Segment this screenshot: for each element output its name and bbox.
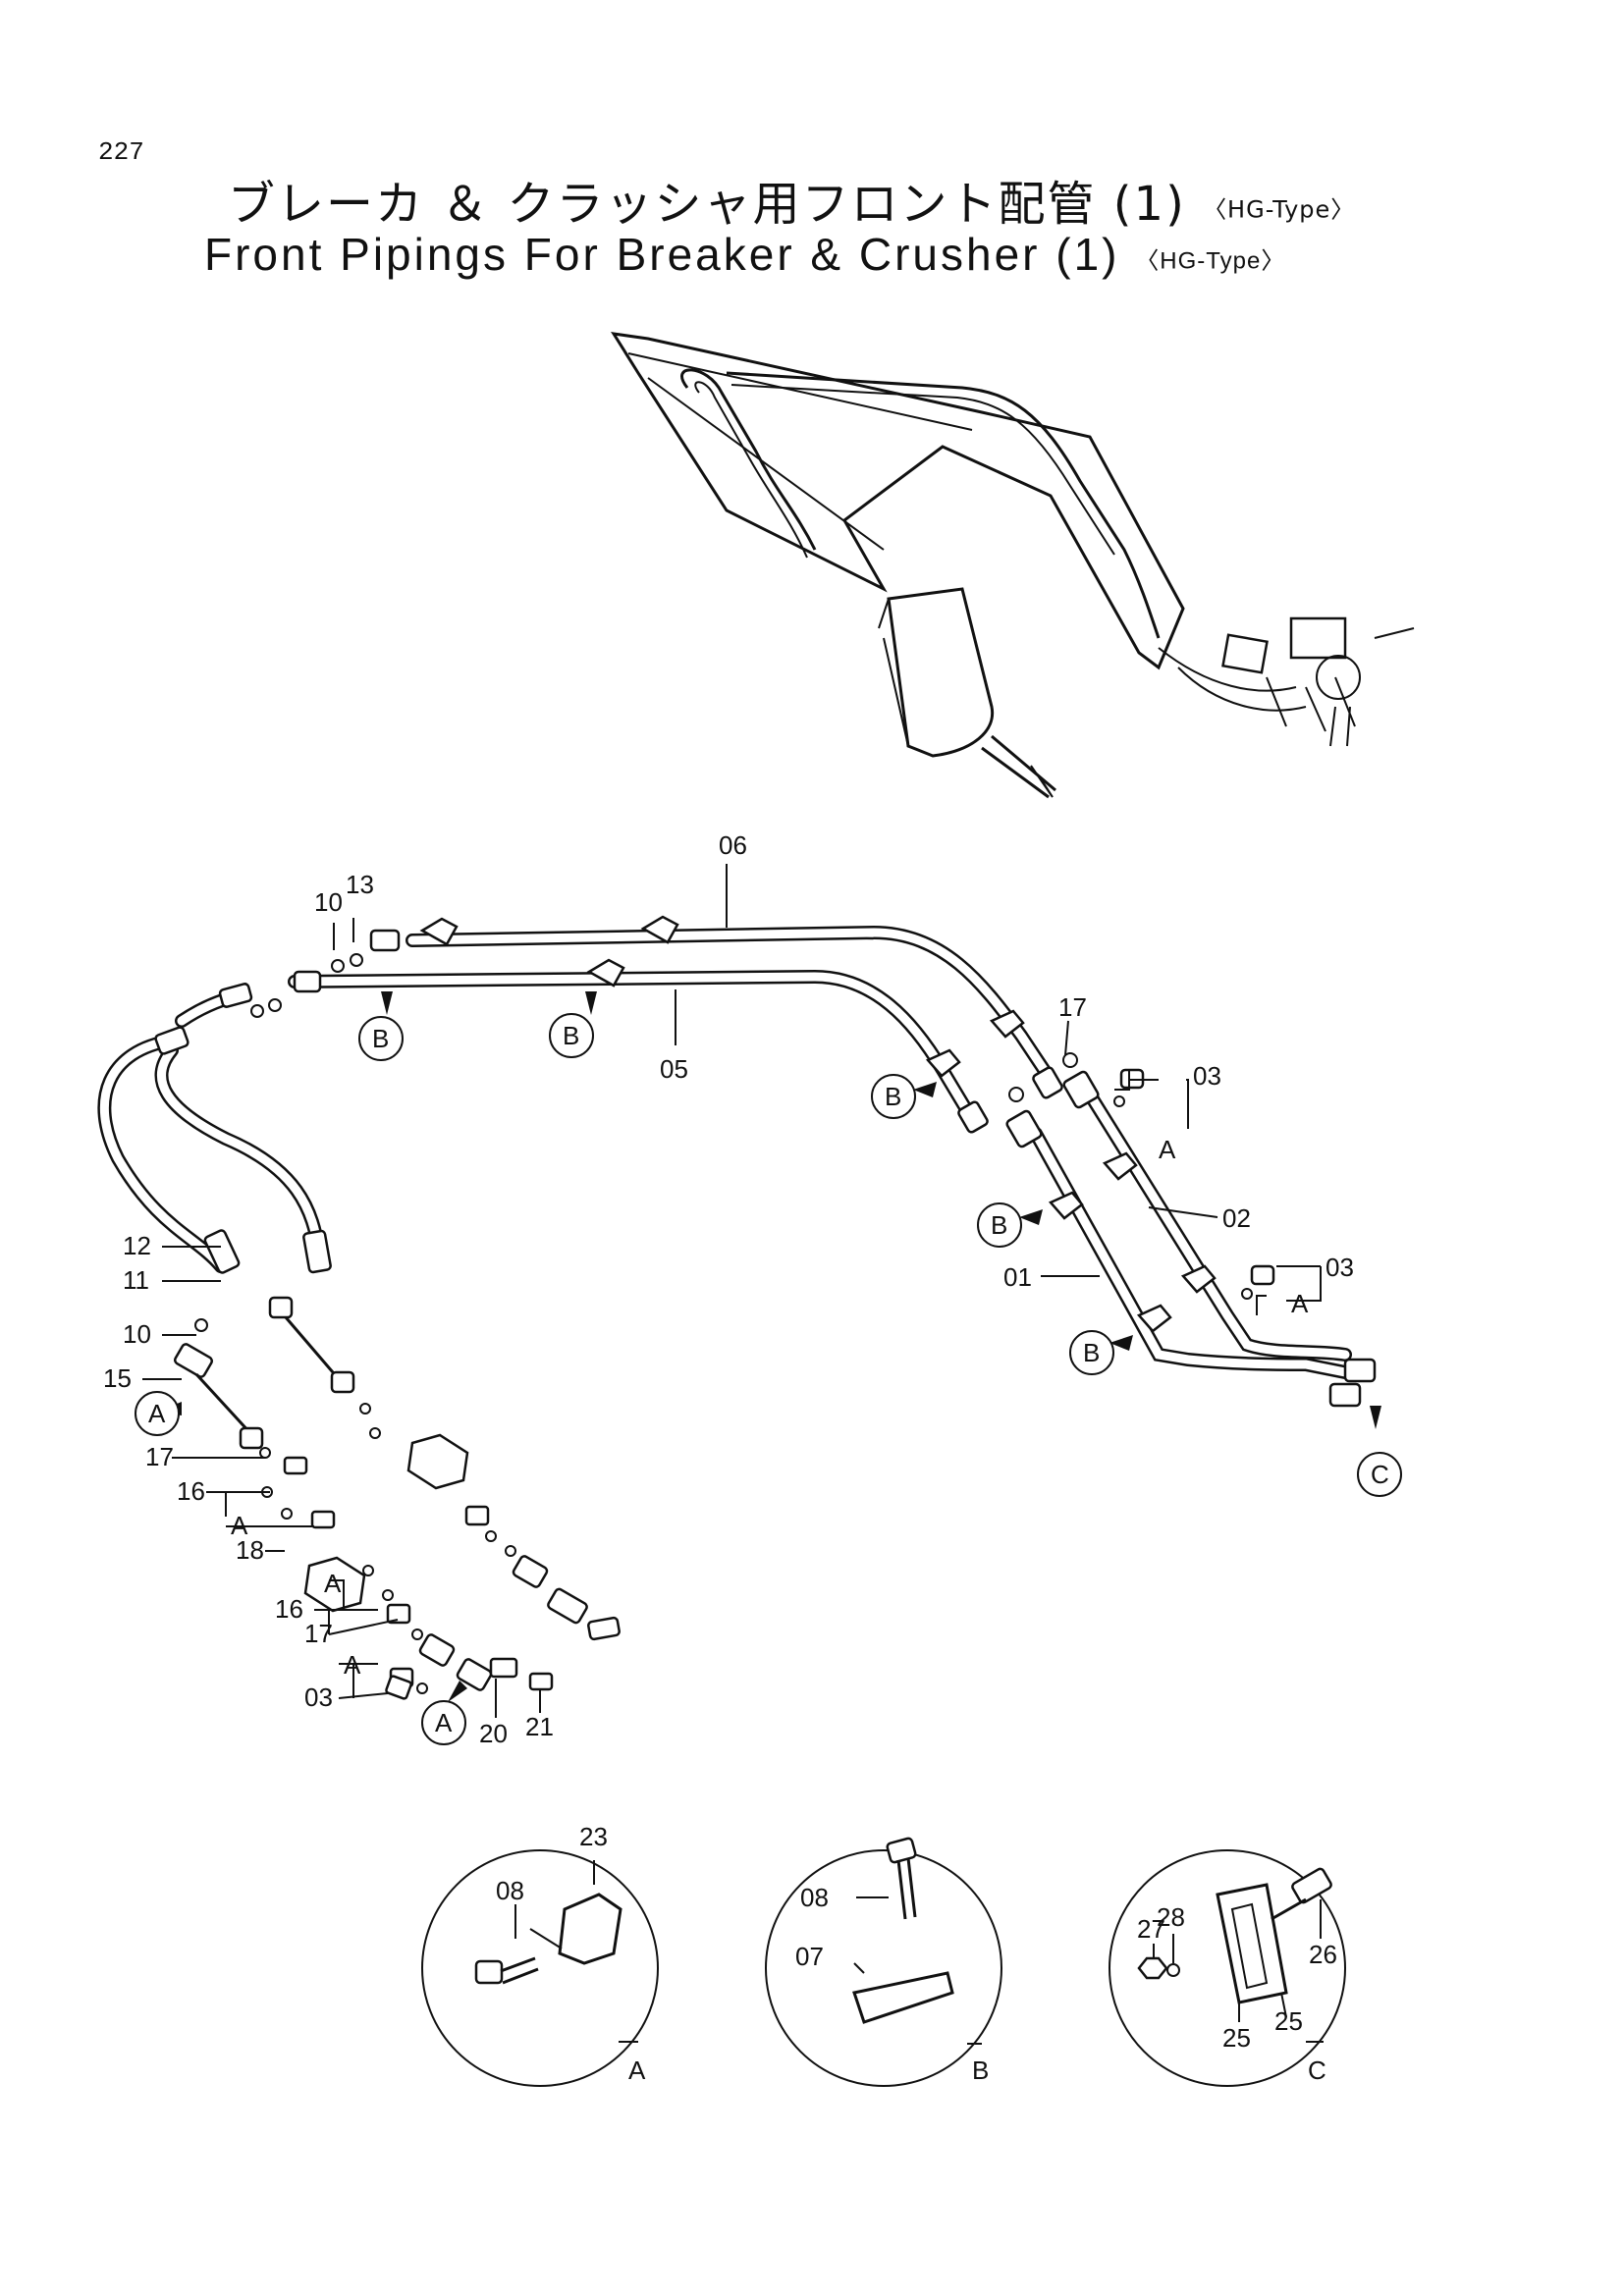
title-en-seq: (1) (1055, 229, 1120, 280)
reference-markers: B B B B B C A A (135, 991, 1402, 1745)
title-jp-text: ブレーカ ＆ クラッシャ用フロント配管 (228, 177, 1097, 232)
detail-c-callout-25-b: 25 (1274, 2006, 1303, 2036)
ref-b-3: B (885, 1082, 901, 1111)
ref-b-1: B (372, 1024, 389, 1053)
ref-c-1: C (1371, 1460, 1389, 1489)
detail-b-callout-07: 07 (795, 1942, 824, 1971)
detail-a: A 08 23 (421, 1822, 659, 2087)
ref-a-circle-1: A (148, 1399, 166, 1428)
detail-b-callout-08: 08 (800, 1883, 829, 1912)
callout-03-lower: 03 (1325, 1253, 1354, 1282)
detail-b-label: B (972, 2056, 989, 2085)
detail-a-callout-23: 23 (579, 1822, 608, 1851)
ref-b-4: B (991, 1210, 1007, 1240)
callout-16-b: 16 (275, 1594, 303, 1624)
callout-03-left: 03 (304, 1682, 333, 1712)
callout-leaders (142, 864, 1322, 1718)
callout-13: 13 (346, 870, 374, 899)
ref-a-left-3: A (344, 1650, 361, 1680)
callout-17-right: 17 (1058, 992, 1087, 1022)
ref-a-upper-label: A (1159, 1135, 1176, 1164)
ref-a-lower-label: A (1291, 1289, 1309, 1318)
callout-21: 21 (525, 1712, 554, 1741)
title-en-type-tag: 〈HG-Type〉 (1135, 247, 1286, 275)
excavator-arm-overview (611, 332, 1415, 799)
callout-11: 11 (123, 1265, 149, 1295)
title-jp-seq: (1) (1112, 177, 1186, 232)
pipe-assembly (97, 915, 1377, 1700)
detail-c-callout-26: 26 (1309, 1940, 1337, 1969)
callout-12: 12 (123, 1231, 151, 1260)
detail-a-callout-08: 08 (496, 1876, 524, 1905)
detail-c-callout-27: 27 (1137, 1914, 1165, 1944)
callout-10-left: 10 (123, 1319, 151, 1349)
callout-01: 01 (1003, 1262, 1032, 1292)
detail-c-callout-25-a: 25 (1222, 2023, 1251, 2053)
ref-a-left-1: A (231, 1511, 248, 1540)
callout-18: 18 (236, 1535, 264, 1565)
title-english: Front Pipings For Breaker & Crusher (1) … (204, 228, 1285, 281)
callout-15: 15 (103, 1363, 132, 1393)
title-en-text: Front Pipings For Breaker & Crusher (204, 229, 1041, 280)
callout-17-left-a: 17 (145, 1442, 174, 1471)
page-number: 227 (98, 137, 144, 167)
ref-b-2: B (563, 1021, 579, 1050)
title-japanese: ブレーカ ＆ クラッシャ用フロント配管 (1) 〈HG-Type〉 (228, 165, 1355, 234)
callout-20: 20 (479, 1719, 508, 1748)
ref-a-left-2: A (324, 1569, 342, 1598)
callout-16-a: 16 (177, 1476, 205, 1506)
callout-labels: 06 05 10 13 17 03 A 02 01 03 A 12 11 10 … (103, 830, 1354, 1748)
detail-c-callout-28: 28 (1157, 1902, 1185, 1932)
callout-03-upper: 03 (1193, 1061, 1221, 1091)
detail-c: C 27 28 26 25 25 (1109, 1849, 1346, 2087)
detail-c-label: C (1308, 2056, 1326, 2085)
detail-b: B 08 07 (765, 1837, 1002, 2087)
ref-b-5: B (1083, 1338, 1100, 1367)
callout-02: 02 (1222, 1203, 1251, 1233)
ref-a-circle-2: A (435, 1708, 453, 1737)
callout-17-left-b: 17 (304, 1619, 333, 1648)
callout-10-top: 10 (314, 887, 343, 917)
callout-05: 05 (660, 1054, 688, 1084)
detail-a-label: A (628, 2056, 646, 2085)
callout-06: 06 (719, 830, 747, 860)
title-jp-type-tag: 〈HG-Type〉 (1203, 195, 1356, 224)
